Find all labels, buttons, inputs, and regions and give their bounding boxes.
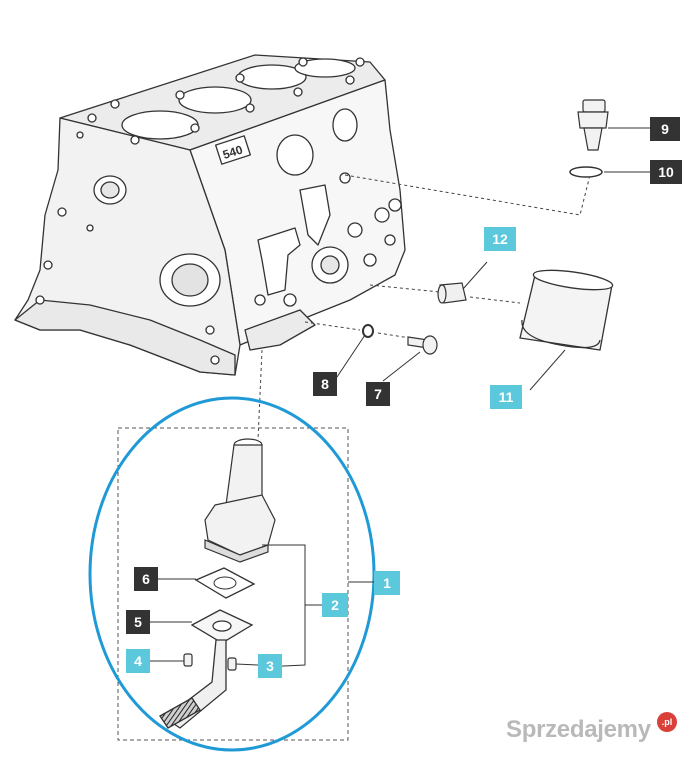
engine-block: 540 <box>14 54 406 376</box>
callout-4: 4 <box>126 649 150 673</box>
callout-12: 12 <box>484 227 516 251</box>
callout-3: 3 <box>258 654 282 678</box>
svg-text:8: 8 <box>321 376 329 392</box>
small-washer <box>362 324 374 338</box>
callout-5: 5 <box>126 610 150 634</box>
sealing-washer <box>569 166 603 178</box>
callout-10: 10 <box>650 160 682 184</box>
svg-text:4: 4 <box>134 653 142 669</box>
callout-11: 11 <box>490 385 522 409</box>
svg-text:12: 12 <box>492 231 508 247</box>
svg-text:9: 9 <box>661 121 669 137</box>
mounting-screws <box>183 653 237 671</box>
oil-filter <box>519 269 614 351</box>
callout-9: 9 <box>650 117 680 141</box>
filter-bushing <box>437 282 467 304</box>
svg-text:7: 7 <box>374 386 382 402</box>
block-badge: 540 <box>221 142 245 162</box>
svg-text:11: 11 <box>499 389 514 405</box>
svg-text:2: 2 <box>331 597 339 613</box>
oil-pressure-sensor <box>577 99 609 151</box>
svg-text:5: 5 <box>134 614 142 630</box>
callout-6: 6 <box>134 567 158 591</box>
callout-1: 1 <box>374 571 400 595</box>
svg-text:6: 6 <box>142 571 150 587</box>
callout-2: 2 <box>322 593 348 617</box>
assembly-dashed-box <box>117 427 349 741</box>
oil-pump-body <box>204 438 276 563</box>
watermark-text: Sprzedajemy <box>506 716 651 743</box>
svg-text:10: 10 <box>658 164 674 180</box>
assembly-dashed-lines <box>257 174 591 441</box>
svg-text:3: 3 <box>266 658 274 674</box>
svg-text:1: 1 <box>383 575 391 591</box>
callout-8: 8 <box>313 372 337 396</box>
banjo-bolt <box>407 335 438 355</box>
watermark: Sprzedajemy .pl <box>506 712 686 746</box>
callout-7: 7 <box>366 382 390 406</box>
oil-strainer-pickup <box>159 609 254 729</box>
leader-lines <box>150 127 650 668</box>
watermark-badge: .pl <box>657 712 677 732</box>
